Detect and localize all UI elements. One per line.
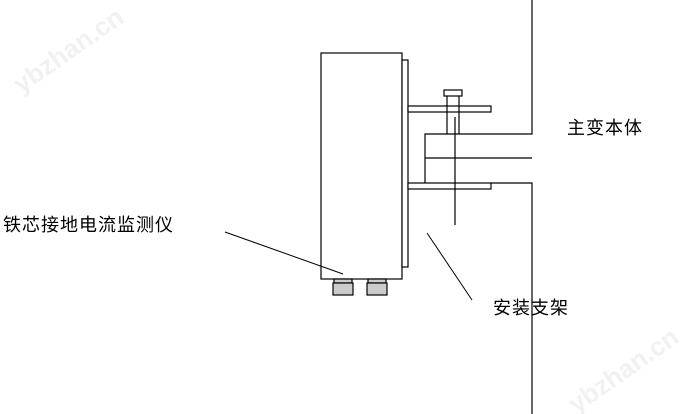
monitor-label: 铁芯接地电流监测仪 — [3, 215, 174, 236]
transformer-body-label: 主变本体 — [567, 118, 643, 139]
lower-arm — [407, 182, 492, 190]
cable-gland-1 — [332, 278, 354, 296]
mounting-plate — [401, 59, 409, 268]
bolt-head — [443, 89, 463, 97]
monitor-leader-line — [224, 231, 344, 275]
bracket-leader-line — [426, 232, 473, 301]
cable-gland-2 — [366, 278, 388, 296]
monitor-box — [320, 52, 403, 280]
upper-arm — [407, 105, 492, 113]
bracket-label: 安装支架 — [493, 298, 569, 319]
transformer-body-outline — [424, 0, 533, 414]
